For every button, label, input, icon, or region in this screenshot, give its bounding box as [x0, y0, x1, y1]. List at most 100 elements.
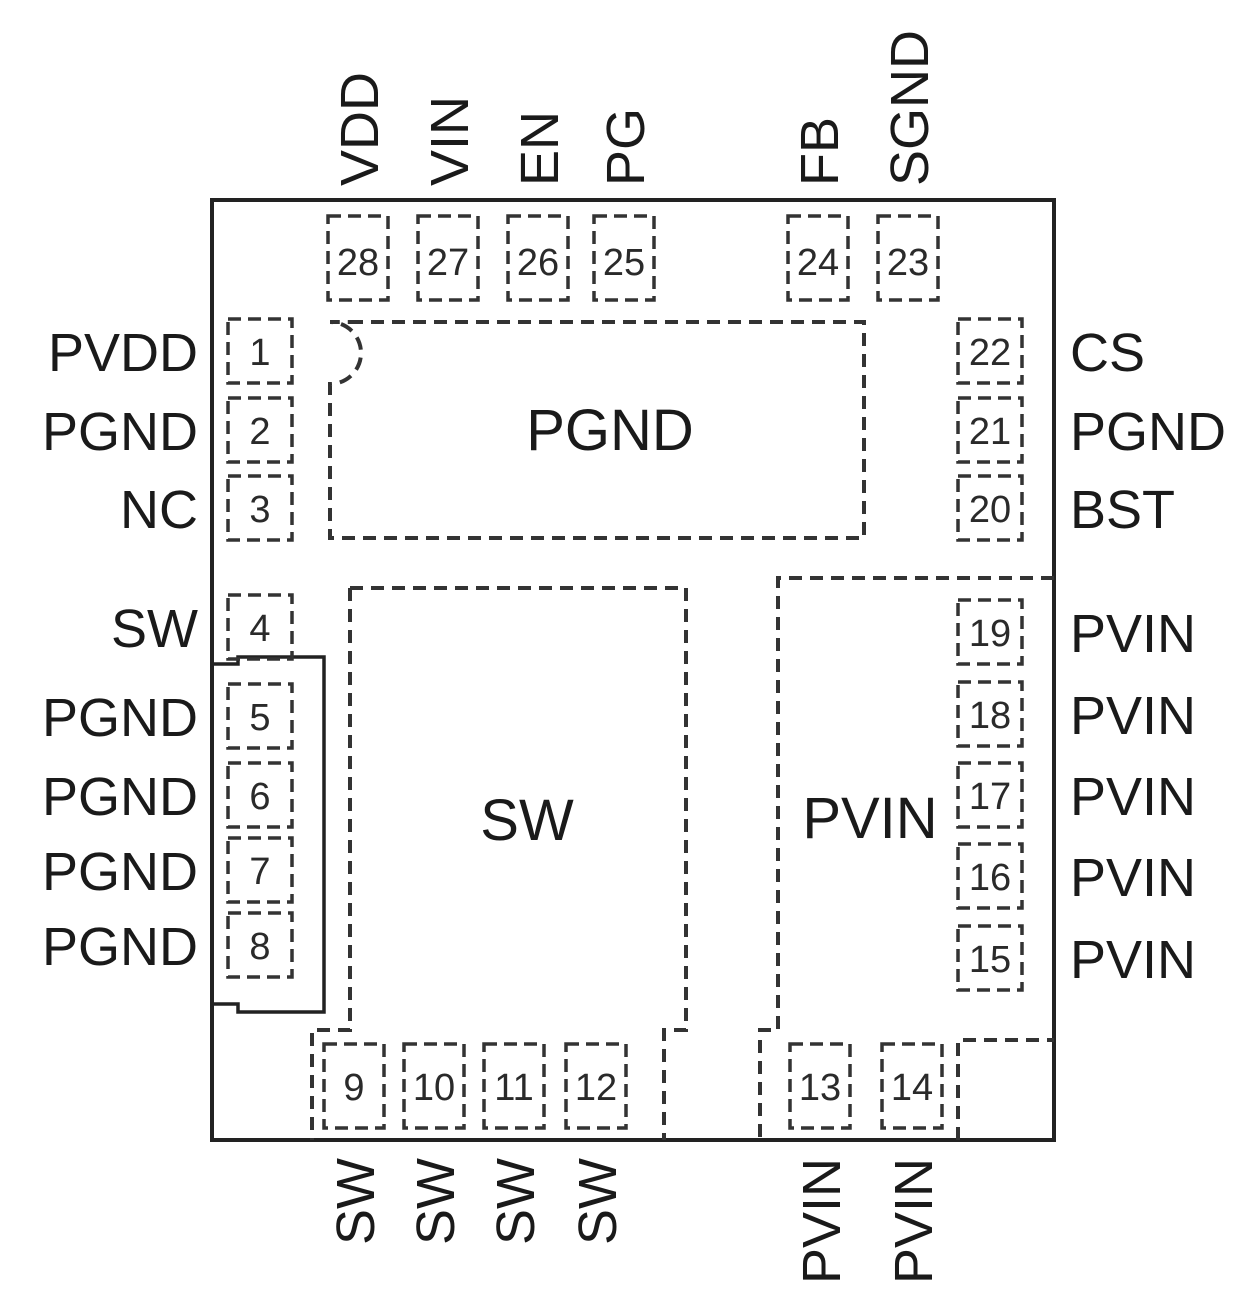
- pin-3: 3NC: [120, 474, 294, 542]
- pin-pad: [956, 842, 1024, 910]
- pin-number: 4: [249, 608, 270, 650]
- pin-pad: [226, 836, 294, 904]
- pin-number: 22: [969, 332, 1011, 374]
- exposed-pad-sw-label: SW: [480, 788, 574, 853]
- pin-number: 16: [969, 857, 1011, 899]
- pin-pad: [786, 214, 850, 302]
- pin-name: PVIN: [884, 1158, 944, 1284]
- pin-number: 15: [969, 939, 1011, 981]
- pin-pad: [322, 1042, 386, 1130]
- pin-number: 24: [797, 242, 839, 284]
- pin-name: VDD: [330, 72, 390, 186]
- pin-number: 18: [969, 695, 1011, 737]
- pin-name: SW: [111, 599, 198, 659]
- pin-1: 1 PVDD: [48, 317, 294, 385]
- pin-pad: [402, 1042, 466, 1130]
- pin-name: CS: [1070, 323, 1145, 383]
- pin-pad: [876, 214, 940, 302]
- pin-name: PG: [596, 108, 656, 186]
- pin-pad: [956, 924, 1024, 992]
- pin-pad: [956, 680, 1024, 748]
- pin-number: 17: [969, 776, 1011, 818]
- pin-number: 27: [427, 242, 469, 284]
- pin-pad: [416, 214, 480, 302]
- pin-name: VIN: [420, 96, 480, 186]
- pin-name: PVIN: [792, 1158, 852, 1284]
- pin-23: 23 SGND: [876, 30, 940, 302]
- pins-layer: 1PVDD2PGND3NC4SW5PGND6PGND7PGND8PGND9SW1…: [42, 30, 1226, 1284]
- pgnd-bar-outline: [212, 655, 326, 1014]
- exposed-pad-pgnd-outline: [328, 320, 866, 540]
- pin-name: SW: [568, 1158, 628, 1245]
- pin-number: 26: [517, 242, 559, 284]
- pin-17: 17 PVIN: [956, 761, 1196, 829]
- exposed-pad-pvin-outline: [758, 576, 1054, 1140]
- pin-name: PGND: [42, 842, 198, 902]
- pin-number: 23: [887, 242, 929, 284]
- pin-pad: [326, 214, 390, 302]
- pin-name: PVDD: [48, 323, 198, 383]
- pin-name: SW: [406, 1158, 466, 1245]
- pin-pad: [880, 1042, 944, 1130]
- pin-pad: [226, 682, 294, 750]
- exposed-pad-pgnd-label: PGND: [526, 398, 694, 463]
- pin-number: 7: [249, 851, 270, 893]
- pin-pad: [226, 396, 294, 464]
- pin-4: 4 SW: [111, 593, 294, 661]
- pin-name: PVIN: [1070, 604, 1196, 664]
- pin-number: 25: [603, 242, 645, 284]
- pin-number: 1: [249, 332, 270, 374]
- pin-pad: [956, 317, 1024, 385]
- pin-pad: [788, 1042, 852, 1130]
- pin-number: 10: [413, 1067, 455, 1109]
- pin-pad: [226, 593, 294, 661]
- pin-name: EN: [510, 111, 570, 186]
- pin-name: PGND: [1070, 402, 1226, 462]
- pin-16: 16 PVIN: [956, 842, 1196, 910]
- pin-22: 22 CS: [956, 317, 1145, 385]
- pin-pad: [564, 1042, 628, 1130]
- pin-number: 8: [249, 926, 270, 968]
- pin-pad: [226, 761, 294, 829]
- pin-name: SGND: [880, 30, 940, 186]
- pin-8: 8 PGND: [42, 911, 294, 979]
- pin-number: 2: [249, 411, 270, 453]
- pin-name: PGND: [42, 402, 198, 462]
- pin-19: 19 PVIN: [956, 598, 1196, 666]
- pin-number: 19: [969, 613, 1011, 655]
- pin-pad: [956, 474, 1024, 542]
- pin-name: PVIN: [1070, 848, 1196, 908]
- pin-number: 6: [249, 776, 270, 818]
- pin-name: PVIN: [1070, 767, 1196, 827]
- pin-pad: [956, 761, 1024, 829]
- pin-pad: [226, 317, 294, 385]
- pin-name: PGND: [42, 767, 198, 827]
- pin-number: 11: [494, 1067, 533, 1109]
- pin-name: SW: [326, 1158, 386, 1245]
- pin-pad: [226, 911, 294, 979]
- pin-2: 2 PGND: [42, 396, 294, 464]
- pin-name: PGND: [42, 917, 198, 977]
- pin-number: 28: [337, 242, 379, 284]
- pin-number: 14: [891, 1067, 933, 1109]
- pin-25: 25 PG: [592, 108, 656, 302]
- package-body: [210, 198, 1056, 1142]
- pin-pad: [226, 474, 294, 542]
- pin-26: 26 EN: [506, 111, 570, 302]
- pin-number: 20: [969, 489, 1011, 531]
- pin-name: SW: [486, 1158, 546, 1245]
- exposed-pad-pvin-label: PVIN: [802, 786, 937, 851]
- pin-pad: [482, 1042, 546, 1130]
- pin-6: 6 PGND: [42, 761, 294, 829]
- pin-7: 7 PGND: [42, 836, 294, 904]
